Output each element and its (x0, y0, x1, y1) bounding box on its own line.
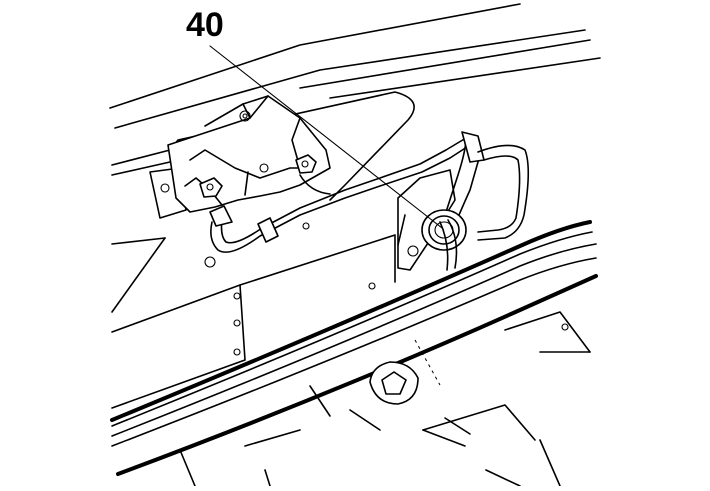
release-cable (209, 131, 530, 253)
hood-latch (167, 95, 331, 213)
reservoir-cap (369, 361, 419, 405)
callout-leader (209, 45, 443, 229)
grommet (421, 209, 467, 271)
plate-hole (204, 256, 216, 268)
plate-hole (160, 183, 170, 193)
latch-bolt (239, 110, 251, 122)
callout-label: 40 (186, 6, 224, 44)
cable-clip (257, 217, 279, 243)
engine-bay-lines (179, 311, 591, 487)
upper-panel-lines (109, 3, 601, 129)
latch-nut-left (199, 177, 223, 198)
weatherstrip (110, 220, 598, 476)
mounting-plate (111, 91, 415, 409)
latch-nut-right (295, 154, 317, 174)
